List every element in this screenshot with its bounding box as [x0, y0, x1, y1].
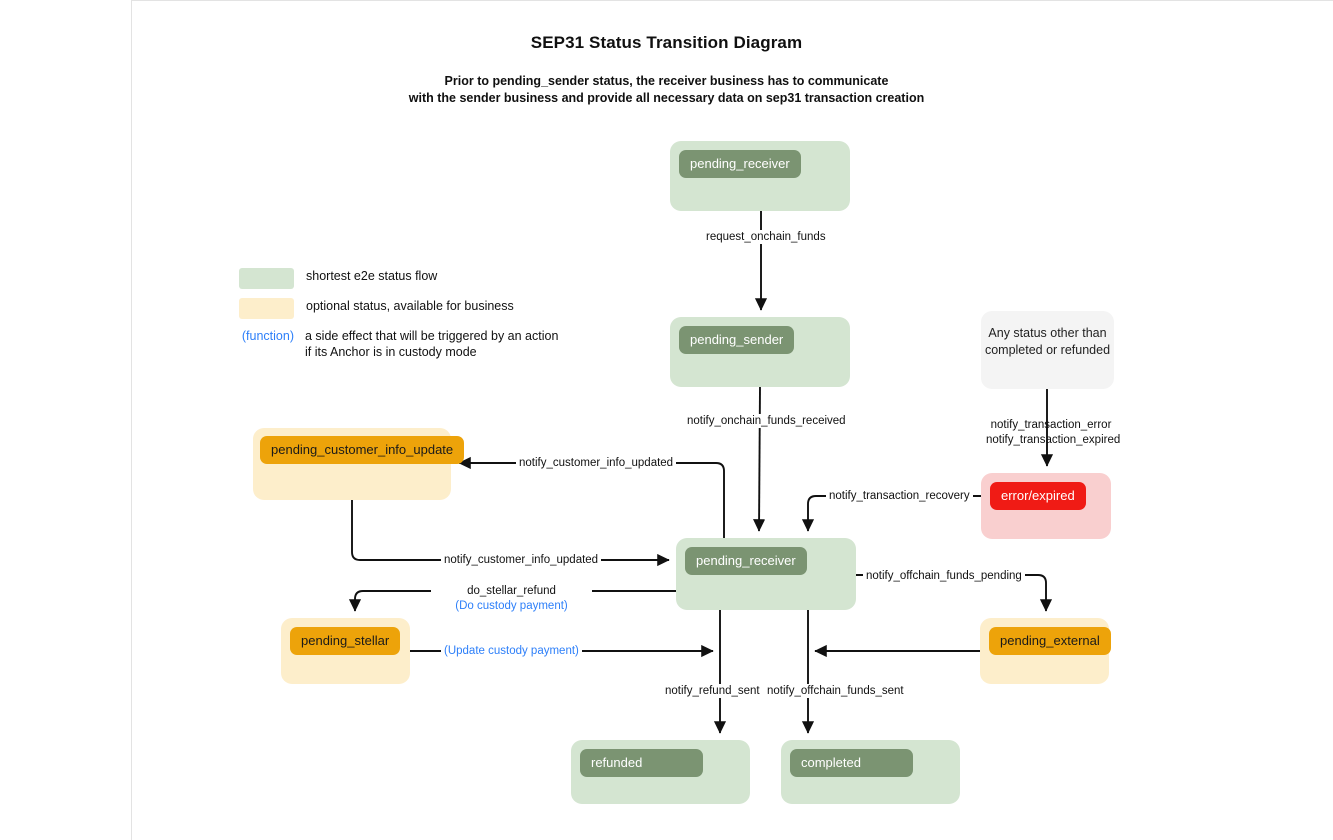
legend-key-function: (function): [241, 329, 294, 343]
edge-label-notify-offchain-funds-pending: notify_offchain_funds_pending: [863, 569, 1025, 583]
node-label-completed: completed: [790, 749, 913, 777]
node-pending-stellar[interactable]: pending_stellar: [281, 618, 410, 684]
node-label-error-expired: error/expired: [990, 482, 1086, 510]
legend-label-function: a side effect that will be triggered by …: [305, 328, 558, 360]
page-subtitle: Prior to pending_sender status, the rece…: [0, 73, 1333, 107]
legend-label-optional-status: optional status, available for business: [306, 299, 514, 313]
legend-item-shortest-flow: shortest e2e status flow: [239, 268, 569, 289]
node-label-pending-receiver-main: pending_receiver: [685, 547, 807, 575]
node-label-any-status-line-2: completed or refunded: [984, 343, 1111, 357]
node-any-status[interactable]: Any status other than completed or refun…: [981, 311, 1114, 389]
legend-item-function: (function) a side effect that will be tr…: [239, 328, 569, 360]
node-label-refunded: refunded: [580, 749, 703, 777]
node-pending-receiver-main[interactable]: pending_receiver: [676, 538, 856, 610]
node-pending-receiver-top[interactable]: pending_receiver: [670, 141, 850, 211]
node-refunded[interactable]: refunded: [571, 740, 750, 804]
edge-label-notify-refund-sent: notify_refund_sent: [662, 684, 763, 698]
edge-label-request-onchain-funds: request_onchain_funds: [703, 230, 829, 244]
legend-label-function-line-2: if its Anchor is in custody mode: [305, 345, 477, 359]
edge-label-notify-transaction-recovery: notify_transaction_recovery: [826, 489, 973, 503]
node-pending-external[interactable]: pending_external: [980, 618, 1111, 684]
node-label-pending-external: pending_external: [989, 627, 1111, 655]
legend: shortest e2e status flow optional status…: [239, 268, 569, 369]
edge-do-stellar-refund: [348, 590, 676, 612]
legend-swatch-yellow: [239, 298, 294, 319]
edge-notify-customer-info-updated-out: [458, 456, 725, 538]
legend-label-shortest-flow: shortest e2e status flow: [306, 269, 438, 283]
page-subtitle-line-2: with the sender business and provide all…: [408, 91, 925, 105]
page-frame-top-border: [131, 0, 1333, 1]
node-label-pending-stellar: pending_stellar: [290, 627, 401, 655]
edge-label-do-custody-payment: (Do custody payment): [455, 600, 568, 612]
page-title: SEP31 Status Transition Diagram: [530, 33, 803, 52]
edge-label-do-stellar-refund-action: do_stellar_refund: [467, 585, 556, 597]
legend-label-function-line-1: a side effect that will be triggered by …: [305, 329, 559, 343]
node-label-pending-sender: pending_sender: [679, 326, 795, 354]
edge-label-notify-onchain-funds-received: notify_onchain_funds_received: [684, 414, 849, 428]
page-subtitle-line-1: Prior to pending_sender status, the rece…: [444, 74, 889, 88]
legend-item-optional-status: optional status, available for business: [239, 298, 569, 319]
edge-label-notify-transaction-error-expired: notify_transaction_error notify_transact…: [983, 418, 1121, 448]
node-pending-sender[interactable]: pending_sender: [670, 317, 850, 387]
edge-notify-customer-info-updated-in: [351, 500, 670, 567]
edge-label-notify-customer-info-updated-in: notify_customer_info_updated: [441, 553, 602, 567]
node-pending-customer-info-update[interactable]: pending_customer_info_update: [253, 428, 465, 500]
edge-label-do-stellar-refund: do_stellar_refund (Do custody payment): [431, 584, 592, 614]
node-error-expired[interactable]: error/expired: [981, 473, 1111, 539]
edge-label-update-custody-payment: (Update custody payment): [441, 644, 582, 658]
edge-label-notify-transaction-expired: notify_transaction_expired: [986, 434, 1121, 446]
page-frame-left-border: [131, 0, 132, 840]
node-completed[interactable]: completed: [781, 740, 960, 804]
edge-notify-onchain-funds-received: [753, 386, 766, 532]
edge-label-notify-transaction-error: notify_transaction_error: [990, 419, 1112, 431]
node-label-pending-customer-info-update: pending_customer_info_update: [260, 436, 465, 464]
edge-notify-offchain-funds-pending: [856, 574, 1053, 612]
node-label-any-status: Any status other than completed or refun…: [981, 325, 1114, 359]
edge-label-notify-offchain-funds-sent: notify_offchain_funds_sent: [764, 684, 907, 698]
node-label-pending-receiver-top: pending_receiver: [679, 150, 801, 178]
edge-label-notify-customer-info-updated-out: notify_customer_info_updated: [516, 456, 677, 470]
node-label-any-status-line-1: Any status other than: [988, 326, 1107, 340]
legend-swatch-green: [239, 268, 294, 289]
edge-notify-transaction-recovery: [801, 495, 981, 532]
